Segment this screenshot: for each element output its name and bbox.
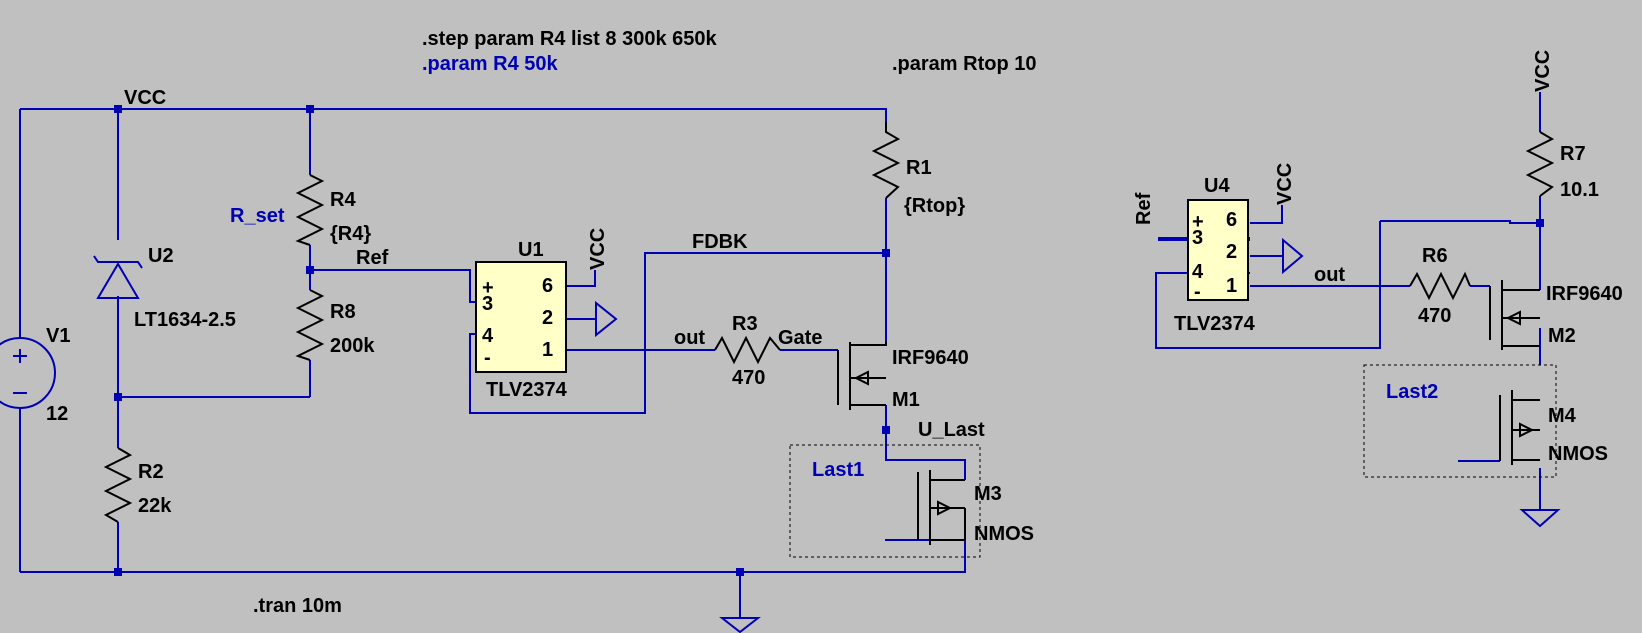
net-label-vcc-u1: VCC (587, 228, 609, 270)
u4-value: TLV2374 (1174, 313, 1256, 335)
u4-name: U4 (1204, 175, 1230, 197)
r4-name: R4 (330, 189, 356, 211)
u1-pin-1: 1 (542, 339, 553, 361)
u4-pin-6: 6 (1226, 209, 1237, 231)
u2-reference-diode[interactable] (93, 255, 143, 299)
m3-value: NMOS (974, 523, 1034, 545)
r3-value: 470 (732, 367, 765, 389)
v1-voltage-source[interactable] (0, 337, 56, 409)
net-label-vcc-u4: VCC (1274, 163, 1296, 205)
junctions (114, 105, 1544, 576)
r4-resistor[interactable] (295, 174, 325, 246)
net-label-fdbk: FDBK (692, 231, 748, 253)
u2-name: U2 (148, 245, 174, 267)
m2-name: M2 (1548, 325, 1576, 347)
r3-resistor[interactable] (714, 335, 781, 365)
m2-pmos-transistor[interactable] (1489, 280, 1540, 350)
u1-pin-minus: - (484, 347, 491, 369)
last2-group-box (1363, 364, 1557, 478)
r8-resistor[interactable] (295, 289, 325, 361)
u4-pin-1: 1 (1226, 275, 1237, 297)
u4-opamp[interactable] (1187, 199, 1304, 301)
r6-value: 470 (1418, 305, 1451, 327)
u1-pin-6: 6 (542, 275, 553, 297)
net-label-ref: Ref (356, 247, 389, 269)
r7-value: 10.1 (1560, 179, 1599, 201)
r1-value: {Rtop} (904, 195, 965, 217)
ground-symbol-right (1519, 509, 1561, 528)
r7-resistor[interactable] (1525, 131, 1555, 197)
param-r4-directive[interactable]: .param R4 50k (422, 53, 559, 75)
u1-pin-4: 4 (482, 325, 494, 347)
r2-name: R2 (138, 461, 164, 483)
u1-pin-3: 3 (482, 293, 493, 315)
r1-resistor[interactable] (871, 122, 901, 199)
net-label-out-2: out (1314, 264, 1345, 286)
r7-name: R7 (1560, 143, 1586, 165)
u1-name: U1 (518, 239, 544, 261)
m3-nmos-transistor[interactable] (917, 470, 966, 545)
u4-pin-3: 3 (1192, 227, 1203, 249)
net-label-ref-u4: Ref (1133, 192, 1155, 225)
net-label-r-set: R_set (230, 205, 285, 227)
r4-value: {R4} (330, 223, 371, 245)
r6-name: R6 (1422, 245, 1448, 267)
net-label-vcc: VCC (124, 87, 166, 109)
m1-pmos-transistor[interactable] (837, 342, 887, 410)
ground-symbol-left (719, 617, 761, 633)
m4-name: M4 (1548, 405, 1577, 427)
r1-name: R1 (906, 157, 932, 179)
net-label-u-last: U_Last (918, 419, 985, 441)
m2-value: IRF9640 (1546, 283, 1623, 305)
u1-pin-plus: + (482, 277, 494, 299)
last1-label: Last1 (812, 459, 864, 481)
r3-name: R3 (732, 313, 758, 335)
v1-value: 12 (46, 403, 68, 425)
u4-pin-plus: + (1192, 211, 1204, 233)
last2-label: Last2 (1386, 381, 1438, 403)
r6-resistor[interactable] (1409, 271, 1471, 301)
u4-pin-2: 2 (1226, 241, 1237, 263)
u4-pin-minus: - (1194, 281, 1201, 303)
r2-value: 22k (138, 495, 172, 517)
m1-value: IRF9640 (892, 347, 969, 369)
m3-name: M3 (974, 483, 1002, 505)
r8-name: R8 (330, 301, 356, 323)
step-directive[interactable]: .step param R4 list 8 300k 650k (422, 28, 717, 50)
net-label-out: out (674, 327, 705, 349)
net-label-gate: Gate (778, 327, 822, 349)
param-rtop-directive[interactable]: .param Rtop 10 (892, 53, 1036, 75)
u2-value: LT1634-2.5 (134, 309, 236, 331)
u1-value: TLV2374 (486, 379, 568, 401)
u1-pin-2: 2 (542, 307, 553, 329)
m1-name: M1 (892, 389, 920, 411)
r8-value: 200k (330, 335, 375, 357)
u1-opamp[interactable] (475, 261, 618, 373)
m4-nmos-transistor[interactable] (1499, 390, 1540, 465)
tran-directive[interactable]: .tran 10m (253, 595, 342, 617)
u4-pin-4: 4 (1192, 261, 1204, 283)
m4-value: NMOS (1548, 443, 1608, 465)
v1-name: V1 (46, 325, 70, 347)
last1-group-box (789, 444, 981, 558)
net-label-vcc-r7: VCC (1532, 50, 1554, 92)
r2-resistor[interactable] (103, 447, 133, 523)
